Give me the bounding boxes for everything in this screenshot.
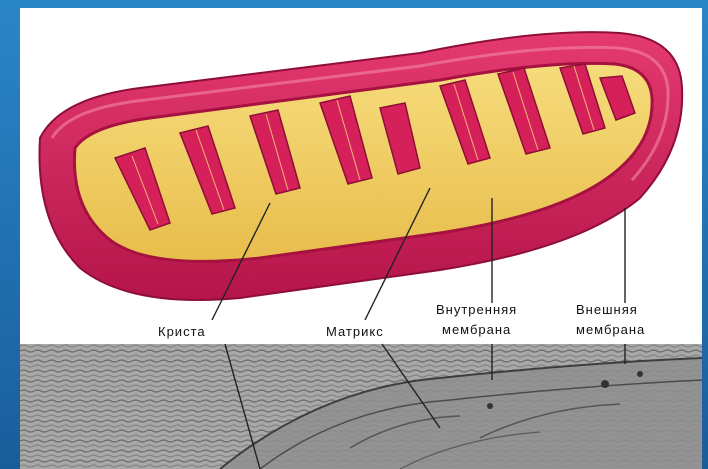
inner-membrane-label-line1: Внутренняя	[436, 302, 517, 317]
mitochondrion-illustration	[40, 32, 683, 300]
crista-label: Криста	[158, 324, 206, 339]
inner-membrane-label-line2: мембрана	[442, 322, 511, 337]
outer-membrane-label-line2: мембрана	[576, 322, 645, 337]
outer-membrane-label-line1: Внешняя	[576, 302, 638, 317]
mitochondrion-diagram: Криста Матрикс Внутренняя мембрана Внешн…	[20, 8, 702, 469]
diagram-panel: Криста Матрикс Внутренняя мембрана Внешн…	[20, 8, 702, 469]
electron-micrograph	[20, 344, 702, 469]
matrix-label: Матрикс	[326, 324, 384, 339]
